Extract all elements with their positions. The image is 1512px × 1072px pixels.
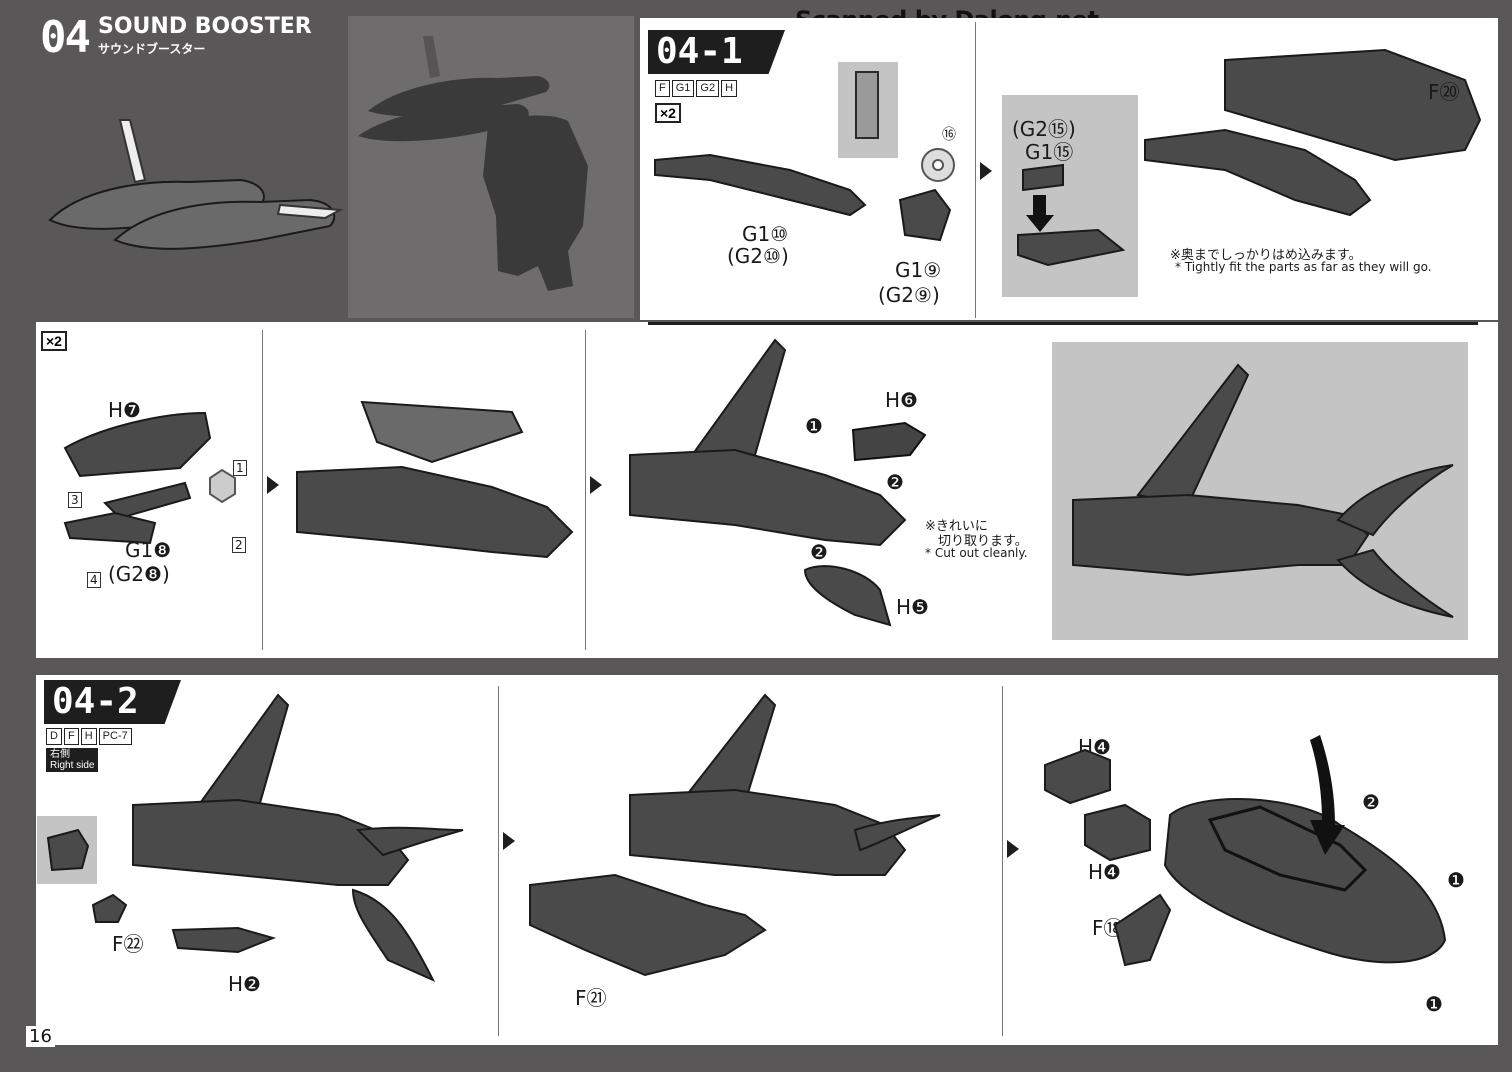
next-arrow bbox=[503, 832, 515, 850]
divider bbox=[262, 330, 263, 650]
booster-fin-assembly bbox=[629, 338, 927, 627]
part-label: G1❽ bbox=[125, 538, 172, 562]
step-04-1-runners: F G1 G2 H bbox=[655, 80, 738, 97]
sticker-number: 3 bbox=[68, 492, 82, 508]
runner-tag: F bbox=[63, 728, 79, 745]
part-label: (G2⑩) bbox=[727, 244, 789, 268]
next-arrow bbox=[267, 476, 279, 494]
step-marker: ❶ bbox=[805, 414, 823, 438]
step-marker: ❶ bbox=[1425, 992, 1443, 1016]
runner-tag: PC-7 bbox=[98, 728, 132, 745]
quantity-badge: ×2 bbox=[41, 331, 67, 351]
step-number: 04 bbox=[40, 12, 91, 63]
part-label: F㉑ bbox=[575, 986, 607, 1010]
connector-part bbox=[855, 71, 879, 139]
part-label: H❷ bbox=[228, 972, 261, 996]
step-marker: ❷ bbox=[1362, 790, 1380, 814]
step-marker: ❷ bbox=[886, 470, 904, 494]
runner-tag: G1 bbox=[671, 80, 695, 97]
booster-underside-assembly bbox=[529, 693, 941, 977]
note-jp: 切り取ります。 bbox=[938, 534, 1028, 549]
divider bbox=[975, 22, 976, 318]
product-photo bbox=[348, 16, 634, 318]
wing-cover-part bbox=[63, 411, 236, 545]
part-label: ⑯ bbox=[942, 127, 956, 143]
part-label: G1⑩ bbox=[742, 222, 789, 246]
completed-booster bbox=[1072, 363, 1454, 618]
clip-part bbox=[1017, 163, 1126, 267]
part-label: H❼ bbox=[108, 398, 141, 422]
side-label: 右側 Right side bbox=[46, 748, 99, 772]
runner-tag: G2 bbox=[696, 80, 720, 97]
sticker-ring bbox=[921, 148, 955, 182]
section-subtitle-jp: サウンドブースター bbox=[98, 42, 206, 56]
booster-cover-parts bbox=[1044, 735, 1447, 967]
booster-frame-part bbox=[654, 153, 867, 217]
side-en: Right side bbox=[50, 760, 95, 771]
part-label: H❹ bbox=[1088, 860, 1121, 884]
page-number: 16 bbox=[26, 1026, 55, 1047]
next-arrow bbox=[590, 476, 602, 494]
step-marker: ❶ bbox=[1447, 868, 1465, 892]
quantity-badge: ×2 bbox=[655, 103, 681, 123]
panel-separator bbox=[648, 322, 1478, 325]
sticker-number: 2 bbox=[232, 537, 246, 553]
divider bbox=[585, 330, 586, 650]
booster-right-assembly bbox=[91, 693, 464, 983]
divider bbox=[1002, 686, 1003, 1036]
part-label: (G2⑮) bbox=[1012, 117, 1076, 141]
divider bbox=[498, 686, 499, 1036]
runner-tag: D bbox=[46, 728, 62, 745]
runner-tag: F bbox=[655, 80, 670, 97]
note-jp: ※きれいに bbox=[925, 519, 988, 534]
step-04-2-runners: D F H PC-7 bbox=[46, 728, 132, 745]
runner-tag: H bbox=[80, 728, 97, 745]
step-04-1-title: 04-1 bbox=[648, 30, 785, 74]
booster-with-cover bbox=[296, 400, 574, 559]
part-label: F⑳ bbox=[1428, 80, 1460, 104]
note-en: * Cut out cleanly. bbox=[925, 546, 1028, 560]
inset-box bbox=[1002, 95, 1138, 297]
next-arrow bbox=[980, 162, 992, 180]
part-label: H❻ bbox=[885, 388, 918, 412]
sticker-number: 4 bbox=[87, 572, 101, 588]
cap-part bbox=[898, 188, 952, 242]
part-label: G1⑨ bbox=[895, 258, 942, 282]
booster-illustration bbox=[48, 119, 344, 250]
note-jp: ※奥までしっかりはめ込みます。 bbox=[1170, 248, 1362, 263]
booster-assembly bbox=[1144, 48, 1482, 217]
step-marker: ❷ bbox=[810, 540, 828, 564]
part-label: G1⑮ bbox=[1025, 140, 1074, 164]
step-04-2-title: 04-2 bbox=[44, 680, 181, 724]
part-label: (G2⑨) bbox=[878, 283, 940, 307]
part-label: F㉒ bbox=[112, 932, 144, 956]
part-label: H❺ bbox=[896, 595, 929, 619]
side-jp: 右側 bbox=[50, 749, 70, 760]
part-label: (G2❽) bbox=[108, 562, 170, 586]
section-title: SOUND BOOSTER bbox=[98, 14, 312, 39]
sticker-number: 1 bbox=[233, 460, 247, 476]
small-cap-part bbox=[46, 828, 90, 872]
note-en: * Tightly fit the parts as far as they w… bbox=[1175, 260, 1432, 274]
runner-tag: H bbox=[721, 80, 738, 97]
next-arrow bbox=[1007, 840, 1019, 858]
